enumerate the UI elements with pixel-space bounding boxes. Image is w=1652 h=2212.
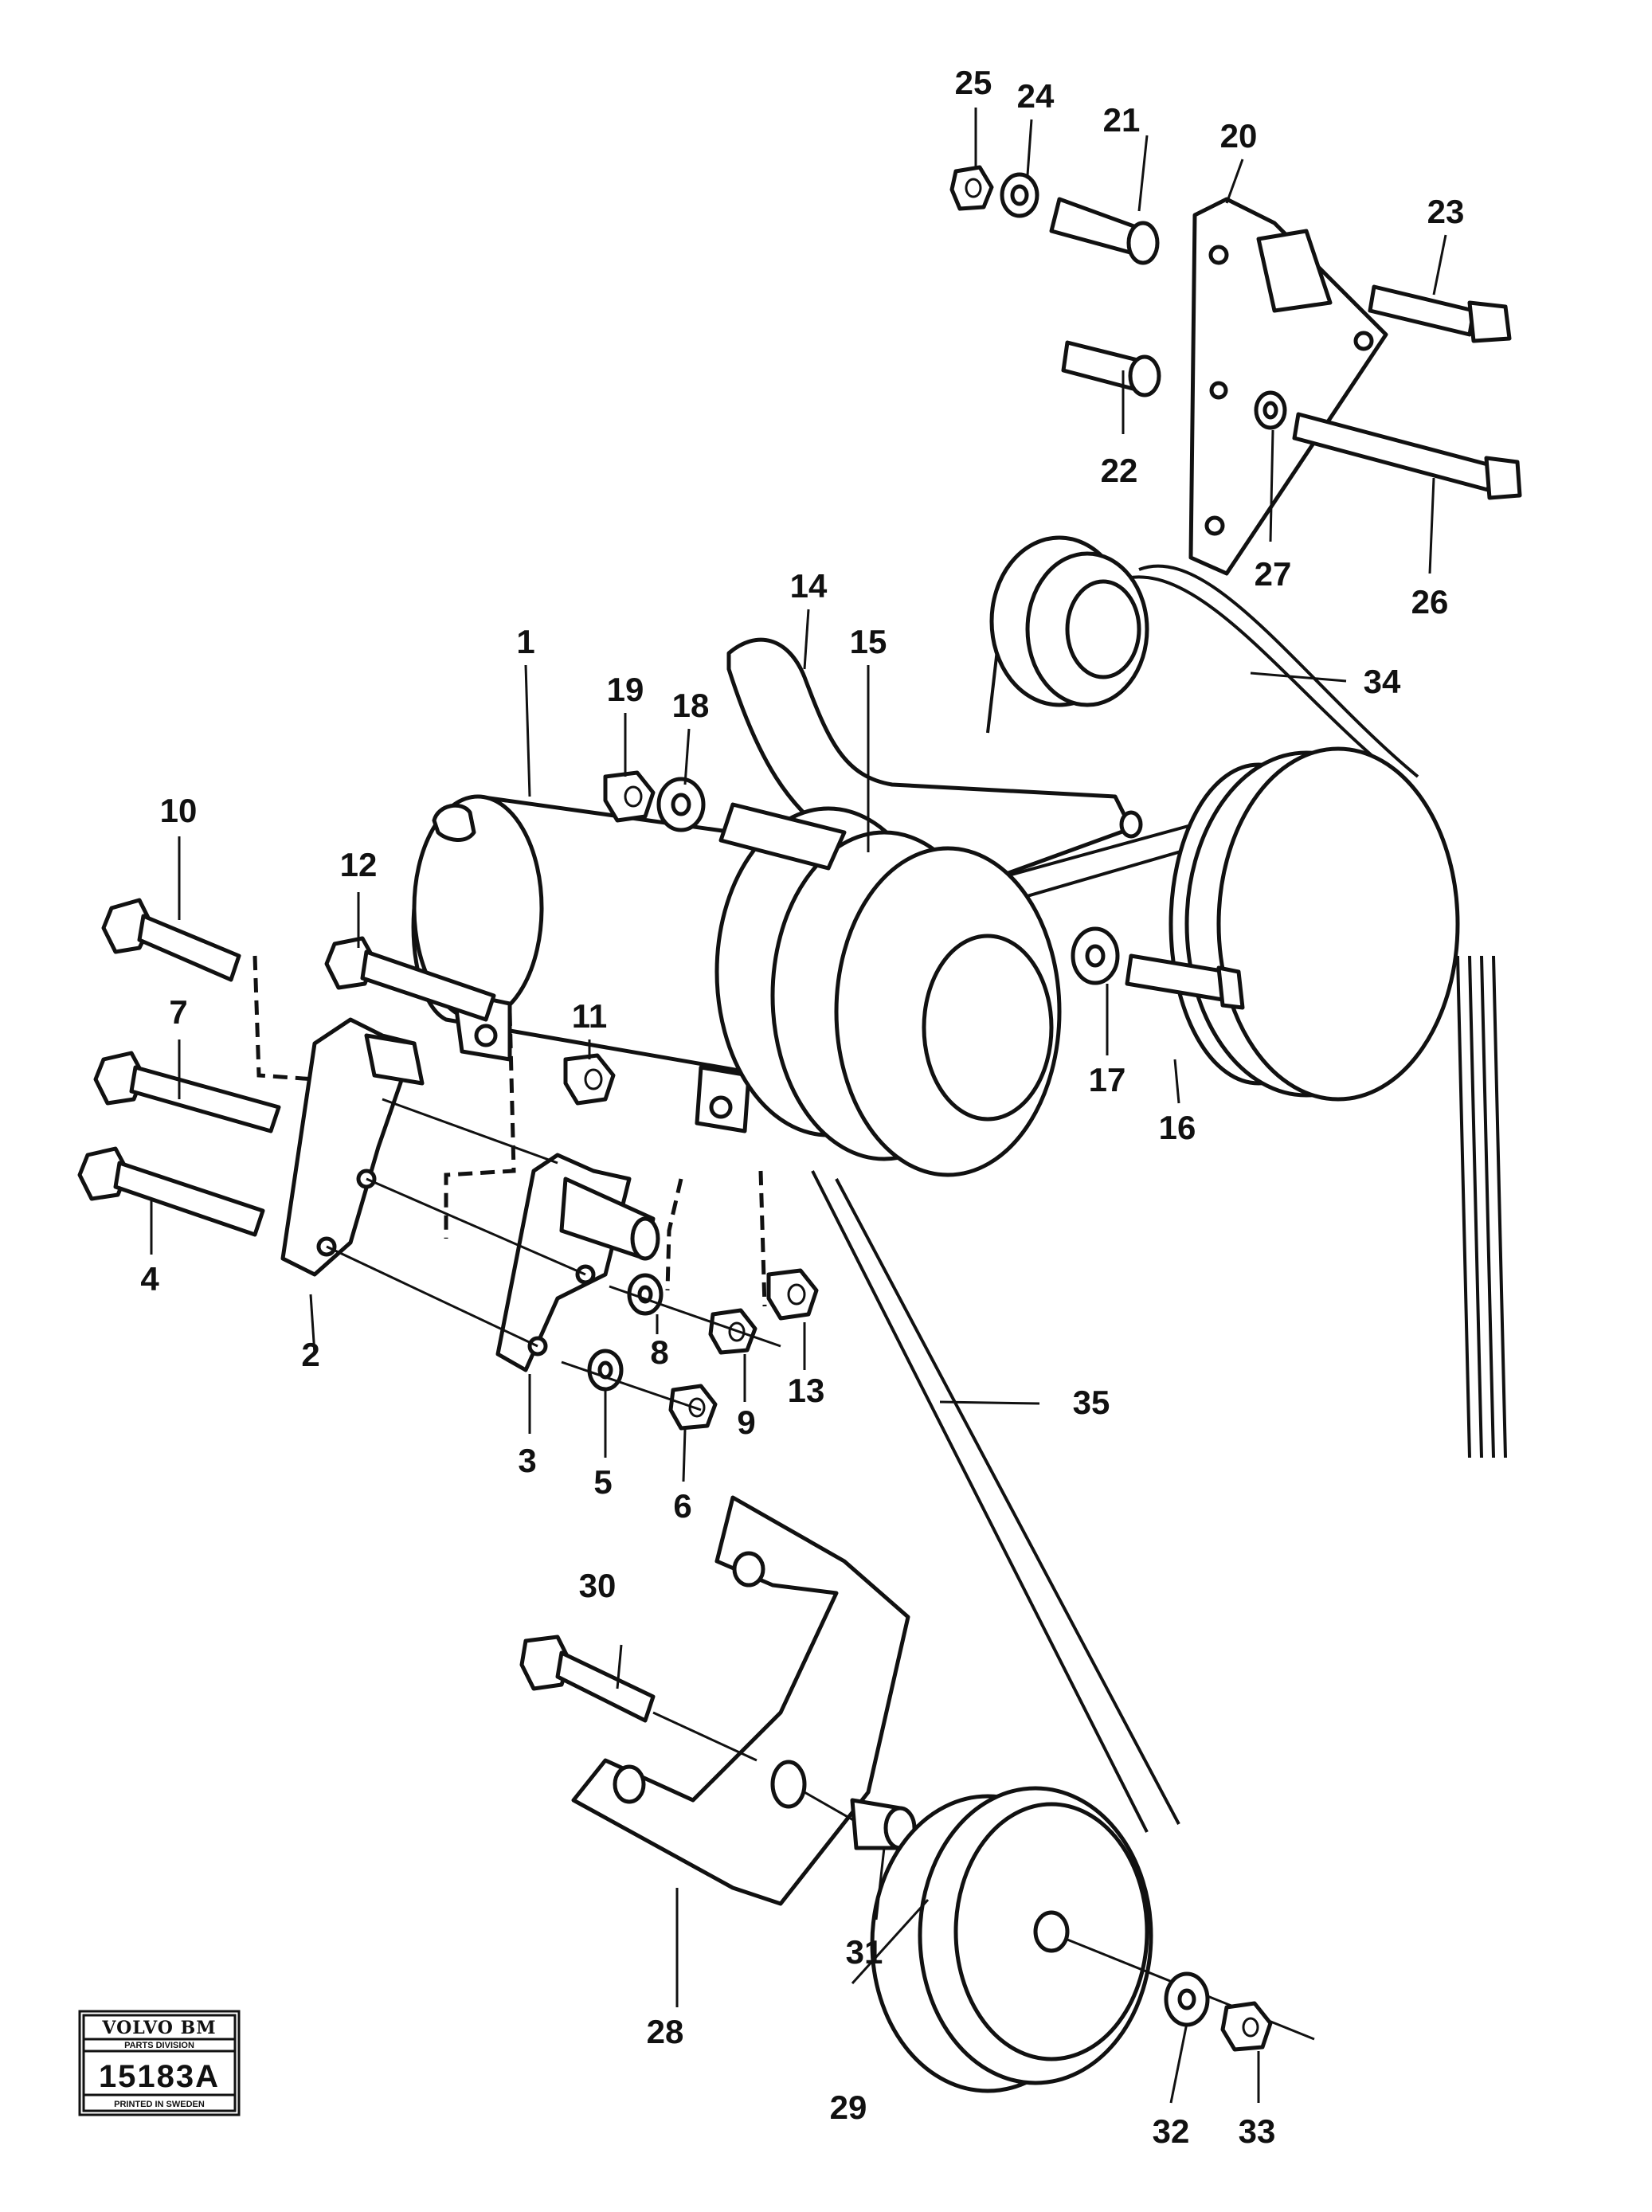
stamp-division: PARTS DIVISION [124,2041,194,2050]
axis-line-30 [652,1711,861,1826]
bolt-4 [77,1146,265,1237]
part-label-10: 10 [160,792,198,829]
part-label-3: 3 [518,1442,536,1479]
washer-32 [1164,1971,1210,2027]
part-label-31: 31 [846,1933,883,1971]
bolt-26 [1292,412,1522,500]
stamp-code: 15183A [99,2059,220,2094]
alignment-line-11 [665,1178,683,1291]
washer-27 [1254,390,1287,430]
stamp-brand: VOLVO BM [101,2018,216,2038]
part-label-19: 19 [607,671,644,708]
nut-11 [563,1053,616,1106]
part-label-4: 4 [140,1260,159,1298]
mounting-plate-20 [1188,197,1388,576]
bolt-10 [101,898,241,982]
pulley-16 [1169,746,1460,1102]
part-label-1: 1 [516,623,534,660]
part-label-29: 29 [830,2089,867,2126]
part-labels: 1 2 3 4 5 6 7 8 9 10 11 12 13 14 15 16 1… [140,64,1464,2150]
alignment-line-10 [252,955,315,1082]
washer-5 [587,1349,624,1392]
part-label-7: 7 [169,993,187,1031]
part-label-35: 35 [1073,1384,1110,1421]
part-label-33: 33 [1239,2112,1276,2150]
part-label-11: 11 [572,997,607,1035]
bracket-2 [280,1017,425,1277]
compressor-pulley [714,806,1062,1177]
part-label-34: 34 [1364,663,1401,700]
washer-18 [656,777,706,832]
bolt-16 [1125,953,1245,1010]
bracket-28 [571,1495,910,1906]
volvo-bm-stamp: VOLVO BM PARTS DIVISION 15183A PRINTED I… [78,2010,241,2116]
part-label-9: 9 [737,1404,755,1441]
alignment-line-13 [758,1170,767,1307]
part-label-6: 6 [673,1487,691,1525]
belt-35 [811,1170,1180,1833]
pulley-29 [870,1786,1153,2093]
nut-13 [766,1268,819,1321]
part-label-28: 28 [647,2013,684,2050]
part-label-18: 18 [672,687,710,724]
part-label-21: 21 [1103,101,1141,139]
leader-lines [150,108,1447,2104]
washer-17 [1071,926,1120,985]
nut-25 [949,165,994,211]
nut-9 [708,1308,757,1355]
alignment-line-12 [444,1011,516,1239]
part-label-14: 14 [790,567,828,605]
part-label-23: 23 [1427,193,1465,230]
part-label-5: 5 [593,1463,612,1501]
part-label-20: 20 [1220,117,1258,155]
upper-pulley [989,535,1149,707]
nut-19 [603,770,656,823]
nut-33 [1220,2001,1273,2052]
part-label-27: 27 [1255,555,1292,593]
spacer-22 [1061,340,1161,397]
part-label-26: 26 [1411,583,1449,621]
spacer-21 [1049,197,1160,265]
part-label-32: 32 [1153,2112,1190,2150]
stamp-printed: PRINTED IN SWEDEN [114,2100,205,2109]
axis-line-2-3 [326,1098,781,1411]
part-label-22: 22 [1101,452,1138,489]
part-label-2: 2 [301,1336,319,1373]
bolt-7 [93,1051,281,1133]
spacer-15 [718,802,847,871]
part-label-30: 30 [579,1567,617,1604]
part-label-17: 17 [1089,1061,1126,1098]
part-label-13: 13 [788,1372,825,1409]
bolt-30 [519,1635,656,1723]
bracket-3 [495,1153,660,1372]
washer-24 [1000,172,1039,218]
part-label-12: 12 [340,846,378,883]
part-label-16: 16 [1159,1109,1196,1146]
part-label-25: 25 [955,64,992,101]
part-label-8: 8 [650,1333,668,1371]
part-label-24: 24 [1017,77,1055,115]
bolt-23 [1368,284,1512,343]
bolt-12 [324,936,496,1022]
part-label-15: 15 [850,623,887,660]
